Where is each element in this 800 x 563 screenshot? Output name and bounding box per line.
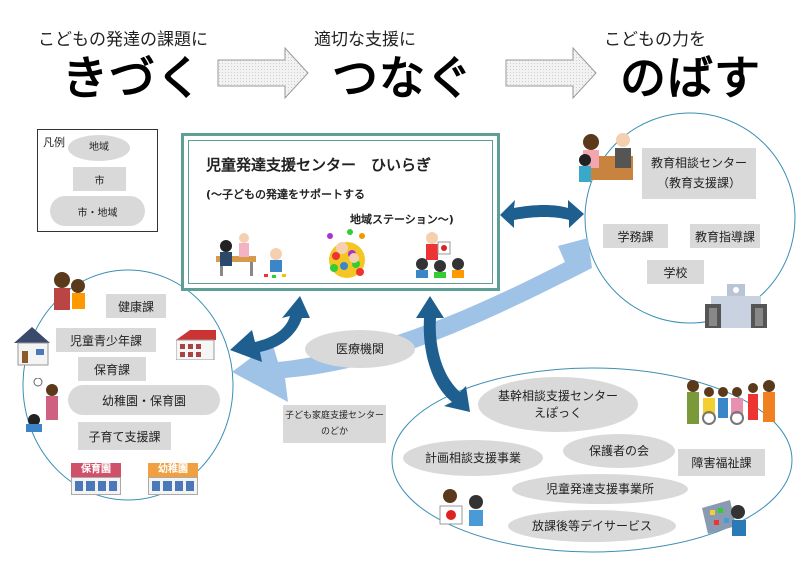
education-guidance-section: 教育指導課	[690, 224, 760, 248]
education-counseling-center-line1: 教育相談センター	[650, 156, 747, 171]
core-consultation-center-line1: 基幹相談支援センター	[497, 389, 618, 404]
center-subtitle-line1: (～子どもの発達をサポートする	[206, 188, 366, 201]
step-1-keyword: きづく	[62, 51, 203, 105]
apartment-illustration	[176, 330, 216, 360]
legend-rect-city: 市	[73, 167, 126, 191]
step-arrow-2	[505, 46, 597, 100]
core-consultation-center: 基幹相談支援センター えぽっく	[478, 377, 638, 432]
welfare-cluster-circle	[391, 367, 793, 553]
health-section: 健康課	[106, 294, 166, 318]
picture-card-illustration	[439, 489, 483, 526]
education-counseling-center: 教育相談センター （教育支援課）	[642, 148, 756, 199]
family-support-center: 子ども家庭支援センター のどか	[283, 405, 386, 443]
parents-association: 保護者の会	[563, 434, 675, 468]
school: 学校	[647, 260, 704, 284]
legend-box: 凡例 地域 市 市・地域	[37, 129, 158, 232]
after-school-day-service: 放課後等デイサービス	[508, 510, 676, 542]
center-hiiragi-box: 児童発達支援センター ひいらぎ (～子どもの発達をサポートする 地域ステーション…	[181, 133, 500, 291]
ball-pool-illustration	[327, 229, 365, 278]
education-cluster-circle	[584, 112, 796, 324]
core-consultation-center-line2: えぽっく	[533, 405, 582, 420]
step-3-keyword: のばす	[620, 51, 761, 105]
consultation-illustration	[216, 233, 286, 278]
education-counseling-center-line2: （教育支援課）	[656, 175, 741, 190]
storytelling-illustration	[416, 232, 464, 278]
center-subtitle-line2: 地域ステーション～)	[350, 213, 454, 226]
legend-pill-city-regional: 市・地域	[50, 196, 145, 226]
disability-group-illustration	[687, 380, 775, 425]
medical-institutions: 医療機関	[305, 330, 415, 368]
nursery-section: 保育課	[78, 357, 146, 381]
nursery-school-building: 保育園	[71, 463, 121, 497]
nursery-sign: 保育園	[71, 463, 121, 477]
kindergarten-nursery: 幼稚園・保育園	[68, 385, 220, 415]
school-affairs-section: 学務課	[603, 224, 668, 248]
family-support-center-line2: のどか	[320, 427, 348, 437]
legend-oval-regional: 地域	[68, 135, 130, 161]
childcare-cluster-circle	[22, 269, 234, 501]
child-development-support-office: 児童発達支援事業所	[512, 474, 688, 504]
kindergarten-building: 幼稚園	[148, 463, 198, 497]
plan-consultation-service: 計画相談支援事業	[403, 440, 543, 476]
arrow-center-education	[500, 200, 584, 228]
step-1-caption: こどもの発達の課題に	[38, 30, 208, 50]
step-2-caption: 適切な支援に	[314, 30, 416, 50]
child-youth-section: 児童青少年課	[56, 328, 156, 352]
family-support-center-line1: 子ども家庭支援センター	[284, 410, 384, 421]
board-game-illustration	[702, 500, 746, 536]
arrow-center-welfare	[416, 296, 470, 412]
center-title: 児童発達支援センター ひいらぎ	[206, 156, 432, 174]
house-illustration	[14, 327, 50, 366]
childrearing-support-section: 子育て支援課	[78, 422, 171, 450]
mother-child-illustration	[54, 272, 85, 310]
school-building-illustration	[705, 284, 767, 328]
kindergarten-sign: 幼稚園	[148, 463, 198, 477]
tantrum-child-illustration	[26, 378, 58, 432]
step-2-keyword: つなぐ	[332, 51, 473, 105]
disability-welfare-section: 障害福祉課	[678, 449, 765, 476]
step-arrow-1	[217, 46, 309, 100]
arrow-center-childcare	[230, 296, 310, 362]
legend-title: 凡例	[43, 136, 65, 149]
teacher-parent-illustration	[579, 133, 633, 182]
step-3-caption: こどもの力を	[604, 30, 706, 50]
